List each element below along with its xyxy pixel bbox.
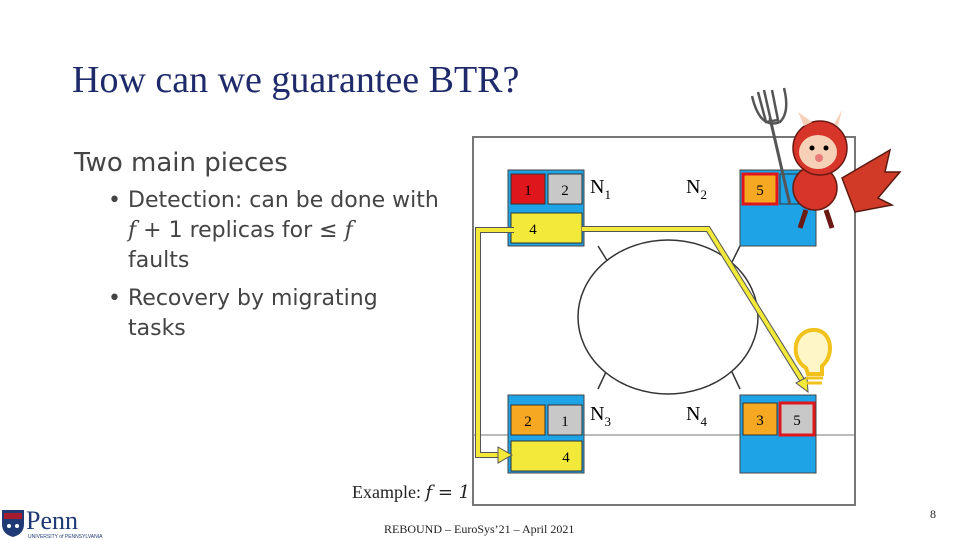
node-sub: 1: [604, 187, 611, 202]
logo-subtitle: UNIVERSITY of PENNSYLVANIA: [28, 534, 103, 540]
example-label: Example:: [352, 482, 426, 502]
task-label: 1: [524, 183, 532, 199]
node-label-n4: N4: [686, 403, 707, 429]
link-n4: [731, 371, 741, 390]
migration-arrow-4: [475, 227, 514, 464]
link-n2: [731, 245, 741, 263]
bullet-recovery-text: Recovery by migrating tasks: [128, 284, 458, 344]
bullet-dot: •: [108, 188, 121, 213]
task-label: 5: [793, 413, 801, 429]
detection-mid: + 1 replicas for ≤: [136, 218, 345, 243]
network-ring: [577, 239, 759, 395]
bullet-main: Two main pieces: [74, 148, 288, 178]
task-label: 2: [524, 414, 532, 430]
footer-text: REBOUND – EuroSys’21 – April 2021: [384, 522, 575, 536]
link-n3: [597, 371, 607, 390]
node-name: N: [590, 176, 604, 198]
task-label: 1: [561, 414, 569, 430]
example-caption: Example: f = 1: [352, 482, 470, 503]
page-number: 8: [930, 507, 936, 521]
node-name: N: [686, 403, 700, 425]
bullet-dot: •: [108, 286, 121, 311]
var-f-2: f: [344, 218, 353, 243]
task-5-n4: [778, 401, 816, 437]
node-sub: 3: [604, 414, 611, 429]
devil-icon: [750, 87, 902, 229]
var-f: f: [128, 218, 137, 243]
task-1-n1: [510, 173, 546, 205]
node-name: N: [686, 176, 700, 198]
penn-shield-icon: [2, 510, 24, 537]
node-name: N: [590, 403, 604, 425]
detection-line-2: f + 1 replicas for ≤ f: [128, 216, 458, 246]
task-label: 4: [529, 222, 537, 238]
page-title: How can we guarantee BTR?: [72, 59, 520, 101]
node-label-n3: N3: [590, 403, 611, 429]
task-label: 2: [561, 183, 569, 199]
link-n1: [597, 245, 609, 263]
task-4-n1: [510, 212, 583, 244]
task-label: 3: [756, 413, 764, 429]
recovery-line-1: Recovery by migrating: [128, 286, 378, 311]
task-label: 4: [562, 450, 570, 466]
task-4-n3: [510, 440, 583, 472]
example-formula: f = 1: [425, 482, 471, 503]
bullet-detection-text: Detection: can be done with f + 1 replic…: [128, 186, 458, 276]
logo-word: Penn: [26, 506, 78, 535]
detection-line-3: faults: [128, 248, 190, 273]
task-2-n3: [510, 404, 546, 436]
inner-frame: [472, 136, 856, 436]
task-label: 5: [756, 183, 764, 199]
node-sub: 2: [700, 187, 707, 202]
node-label-n1: N1: [590, 176, 611, 202]
task-1-n3: [547, 404, 583, 436]
recovery-line-2: tasks: [128, 316, 186, 341]
task-2-n1: [547, 173, 583, 205]
detection-line-1: Detection: can be done with: [128, 188, 439, 213]
penn-logo: Penn UNIVERSITY of PENNSYLVANIA: [0, 506, 103, 540]
task-3-n4: [742, 402, 778, 436]
node-sub: 4: [700, 414, 707, 429]
node-label-n2: N2: [686, 176, 707, 202]
bullet-main-text: Two main pieces: [74, 148, 288, 178]
light-bulb-icon: [793, 327, 832, 385]
task-5-n2: [741, 172, 779, 206]
